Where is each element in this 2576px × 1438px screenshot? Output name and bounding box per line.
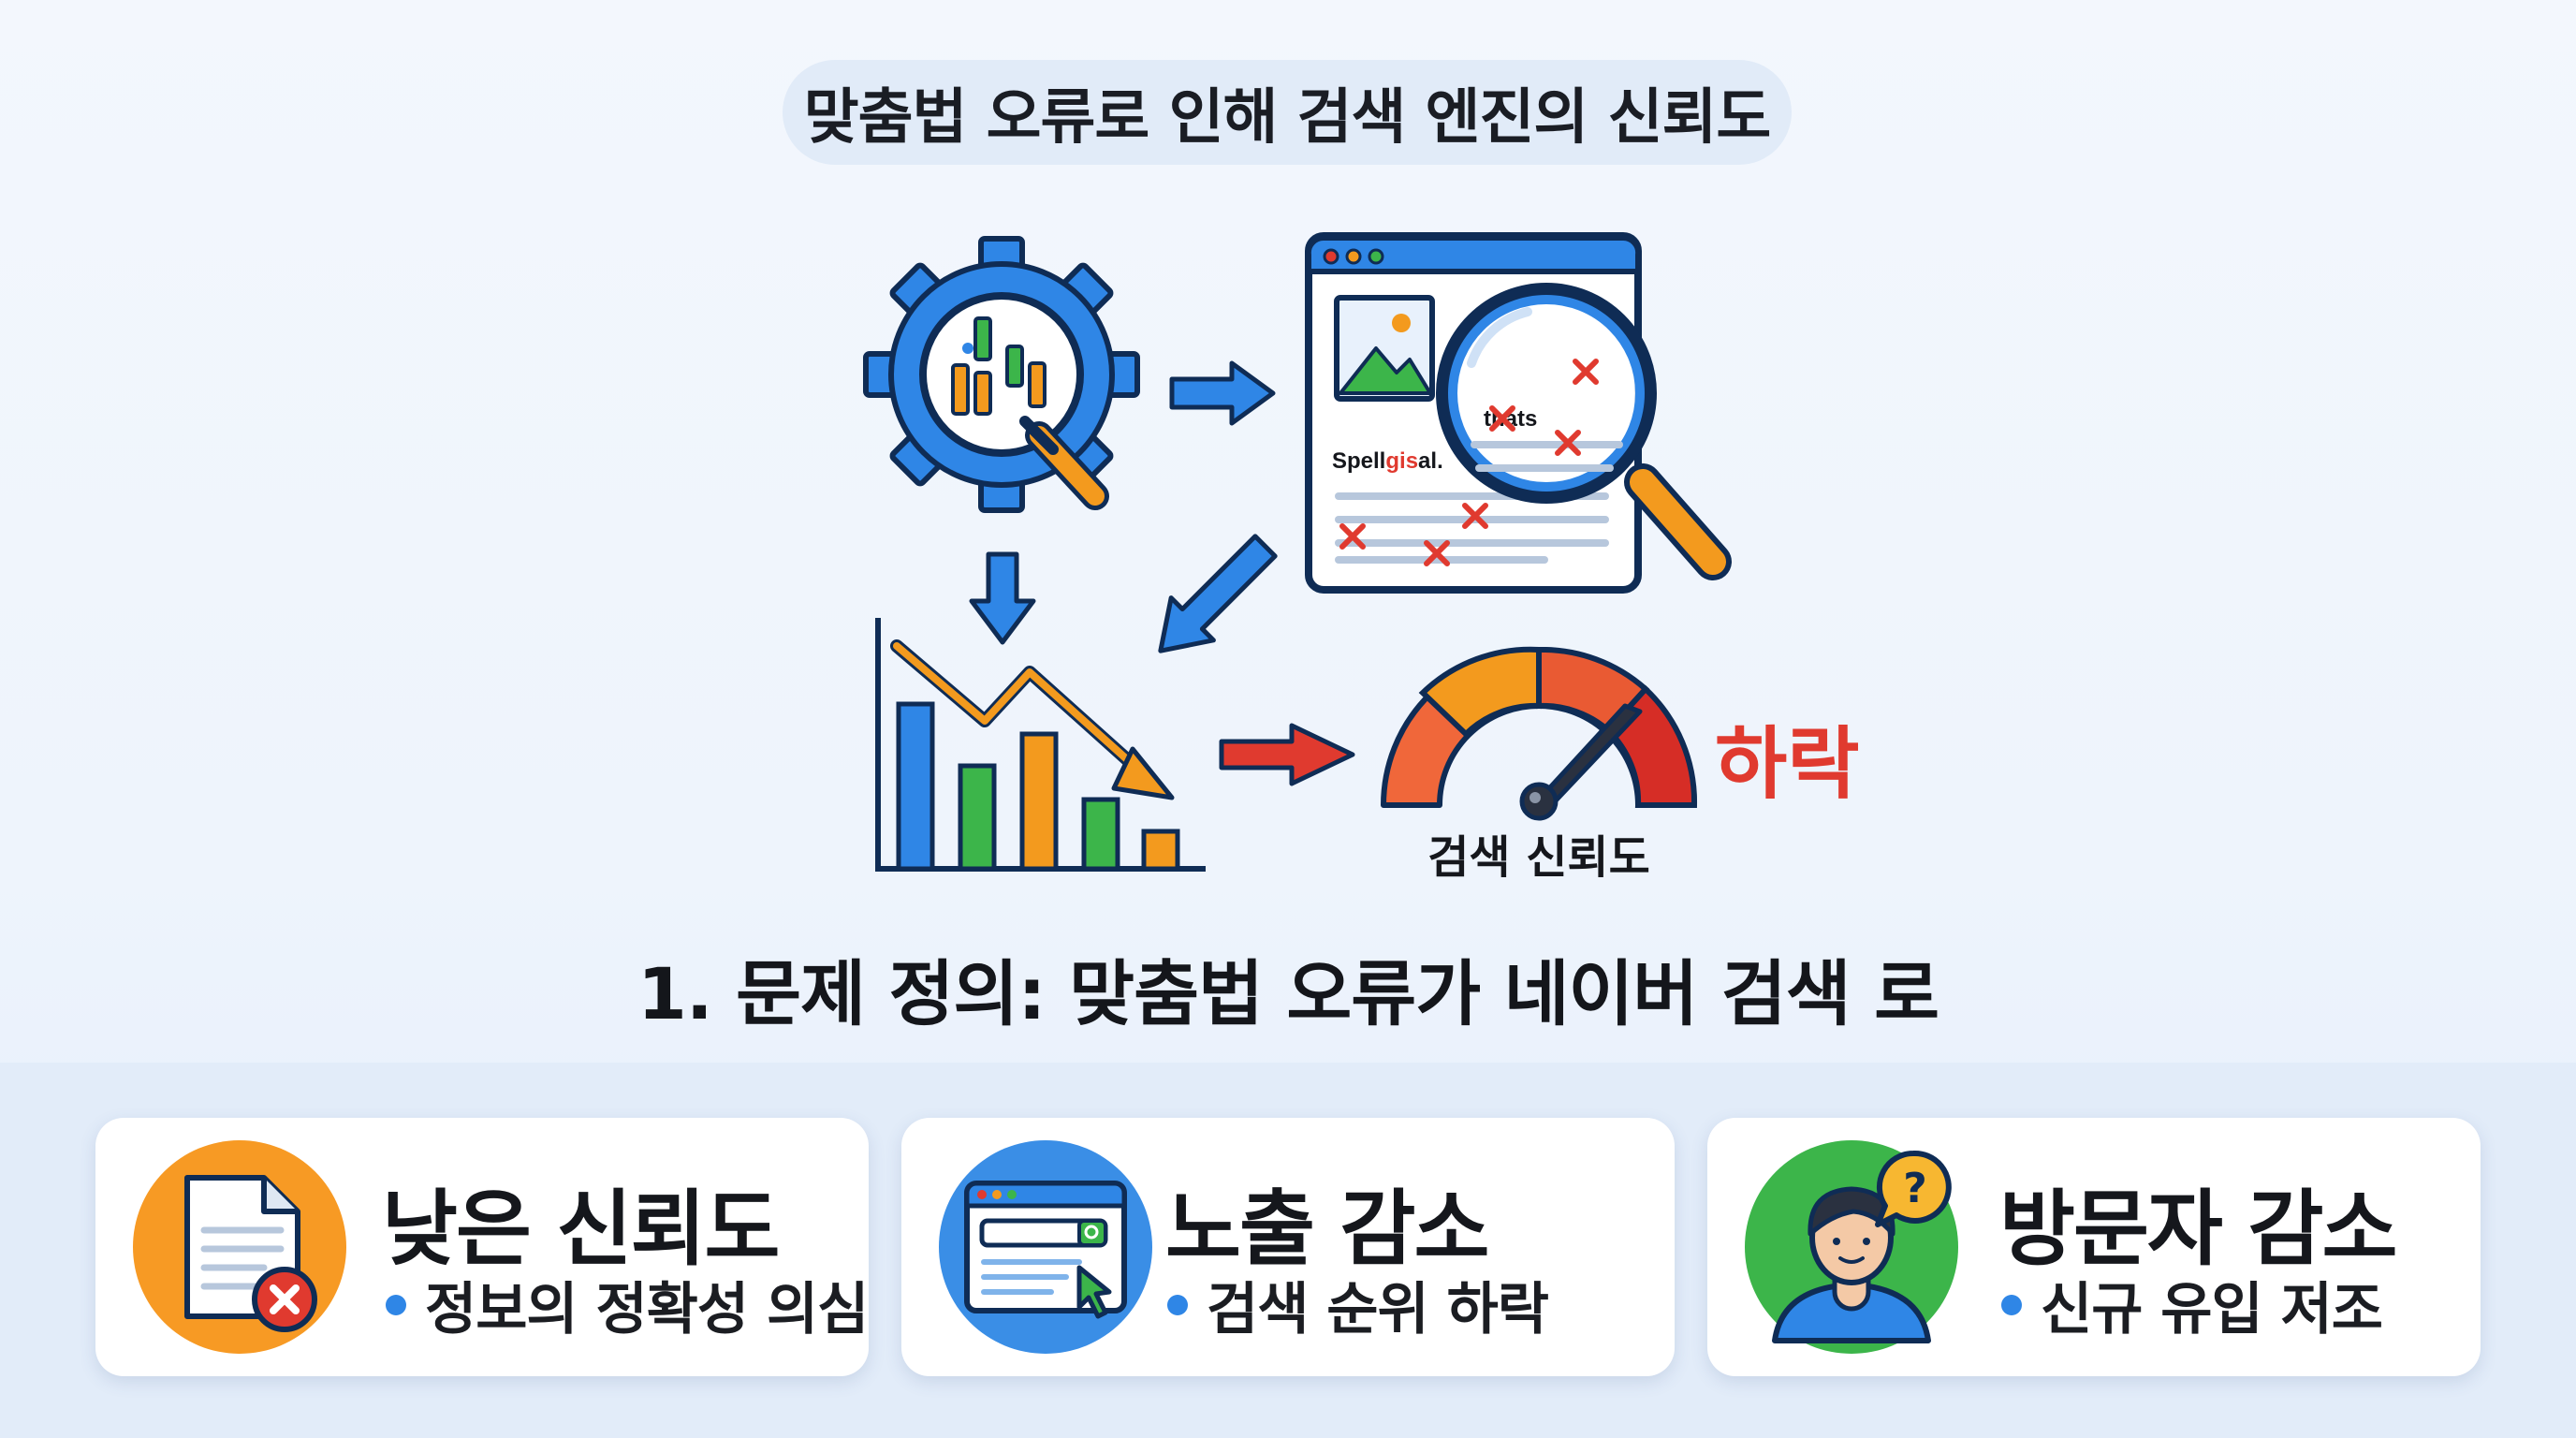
document-error-icon bbox=[133, 1140, 346, 1354]
card-subtitle-row: 검색 순위 하락 bbox=[1167, 1264, 1549, 1345]
headline: 1. 문제 정의: 맞춤법 오류가 네이버 검색 로 bbox=[637, 952, 1939, 1035]
page-text-suffix: al. bbox=[1418, 448, 1443, 474]
gear-icon bbox=[863, 236, 1140, 513]
declining-bar-chart bbox=[875, 618, 1206, 872]
magnifier-icon: thats bbox=[1436, 283, 1732, 580]
card-low-trust: 낮은 신뢰도 정보의 정확성 의심 bbox=[95, 1118, 869, 1376]
card-subtitle: 정보의 정확성 의심 bbox=[425, 1277, 869, 1343]
svg-text:?: ? bbox=[1903, 1165, 1927, 1212]
page-text-prefix: Spell bbox=[1332, 448, 1385, 474]
card-subtitle: 검색 순위 하락 bbox=[1207, 1277, 1549, 1343]
card-title: 방문자 감소 bbox=[1999, 1181, 2397, 1277]
header-title: 맞춤법 오류로 인해 검색 엔진의 신뢰도 bbox=[803, 83, 1771, 153]
bullet-dot bbox=[2001, 1294, 2022, 1315]
arrow-down-icon bbox=[969, 551, 1036, 645]
decline-label: 하락 bbox=[1715, 718, 1860, 810]
gauge-label: 검색 신뢰도 bbox=[1427, 831, 1650, 884]
arrow-right-icon bbox=[1169, 360, 1276, 426]
user-question-icon: ? bbox=[1745, 1140, 1958, 1354]
bullet-dot bbox=[1167, 1294, 1188, 1315]
card-subtitle-row: 신규 유입 저조 bbox=[2001, 1264, 2383, 1345]
card-subtitle: 신규 유입 저조 bbox=[2041, 1277, 2383, 1343]
arrow-right-red-icon bbox=[1219, 723, 1355, 786]
bullet-dot bbox=[386, 1294, 406, 1315]
trust-gauge-icon bbox=[1381, 646, 1698, 821]
arrow-diagonal-icon bbox=[1158, 534, 1278, 653]
header-pill: 맞춤법 오류로 인해 검색 엔진의 신뢰도 bbox=[783, 60, 1792, 165]
svg-text:Spellgisal.: Spellgisal. bbox=[1332, 448, 1443, 474]
card-subtitle-row: 정보의 정확성 의심 bbox=[386, 1264, 869, 1345]
card-exposure-drop: 노출 감소 검색 순위 하락 bbox=[901, 1118, 1675, 1376]
card-visitor-drop: ? 방문자 감소 신규 유입 저조 bbox=[1707, 1118, 2481, 1376]
card-title: 노출 감소 bbox=[1165, 1181, 1489, 1277]
browser-search-icon bbox=[939, 1140, 1152, 1354]
problem-illustration: Spellgisal. thats bbox=[863, 232, 1860, 884]
page-text-misspelled: gis bbox=[1385, 448, 1418, 474]
card-title: 낮은 신뢰도 bbox=[382, 1181, 780, 1277]
